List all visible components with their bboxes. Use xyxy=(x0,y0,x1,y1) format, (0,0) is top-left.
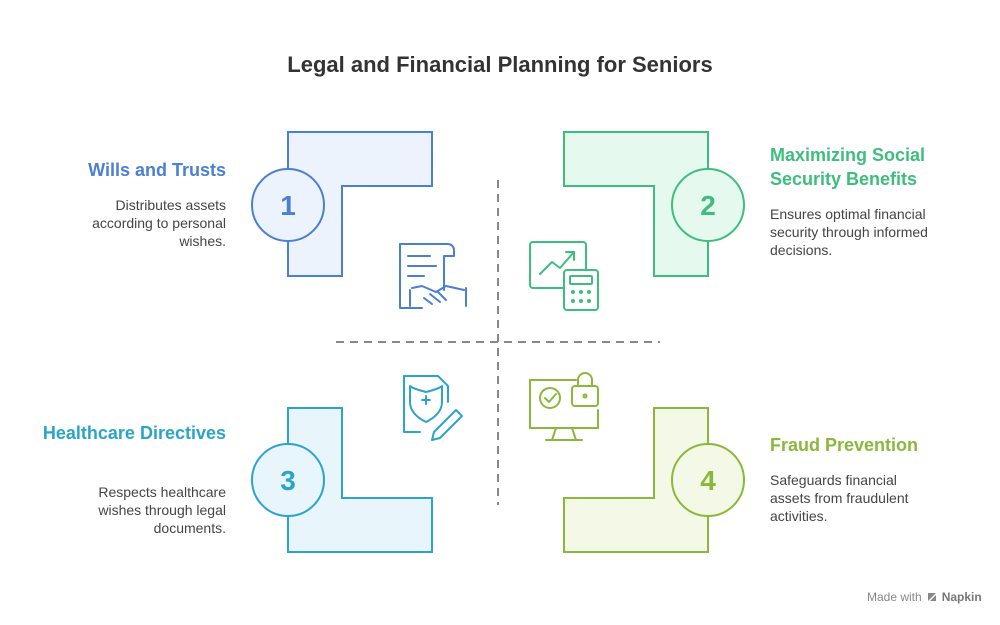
napkin-brand-label: Napkin xyxy=(941,590,982,604)
quadrant-shape-1: 1 xyxy=(251,131,433,277)
item-description-4: Safeguards financial assets from fraudul… xyxy=(770,472,909,524)
quadrant-shape-3: 3 xyxy=(251,407,433,553)
number-badge-4: 4 xyxy=(700,465,716,496)
made-with-label: Made with xyxy=(867,590,922,604)
number-badge-3: 3 xyxy=(280,465,296,496)
number-badge-1: 1 xyxy=(280,190,296,221)
item-heading-2: Maximizing Social Security Benefits xyxy=(770,145,926,189)
quadrant-shape-4: 4 xyxy=(563,407,745,553)
item-heading-4: Fraud Prevention xyxy=(770,435,919,455)
chart-calculator-icon xyxy=(529,241,599,311)
item-description-2: Ensures optimal financial security throu… xyxy=(770,206,928,258)
item-heading-3: Healthcare Directives xyxy=(42,423,226,443)
item-heading-1: Wills and Trusts xyxy=(88,160,226,180)
contract-handshake-icon xyxy=(399,243,467,309)
number-badge-2: 2 xyxy=(700,190,716,221)
page-title: Legal and Financial Planning for Seniors xyxy=(287,52,713,77)
made-with-footer: Made with Napkin xyxy=(867,590,982,604)
medical-document-pen-icon xyxy=(403,375,463,441)
item-description-3: Respects healthcare wishes through legal… xyxy=(98,484,226,536)
quadrant-shape-2: 2 xyxy=(563,131,745,277)
napkin-logo-icon xyxy=(927,593,936,601)
monitor-lock-check-icon xyxy=(529,372,599,441)
item-description-1: Distributes assets according to personal… xyxy=(92,197,226,249)
